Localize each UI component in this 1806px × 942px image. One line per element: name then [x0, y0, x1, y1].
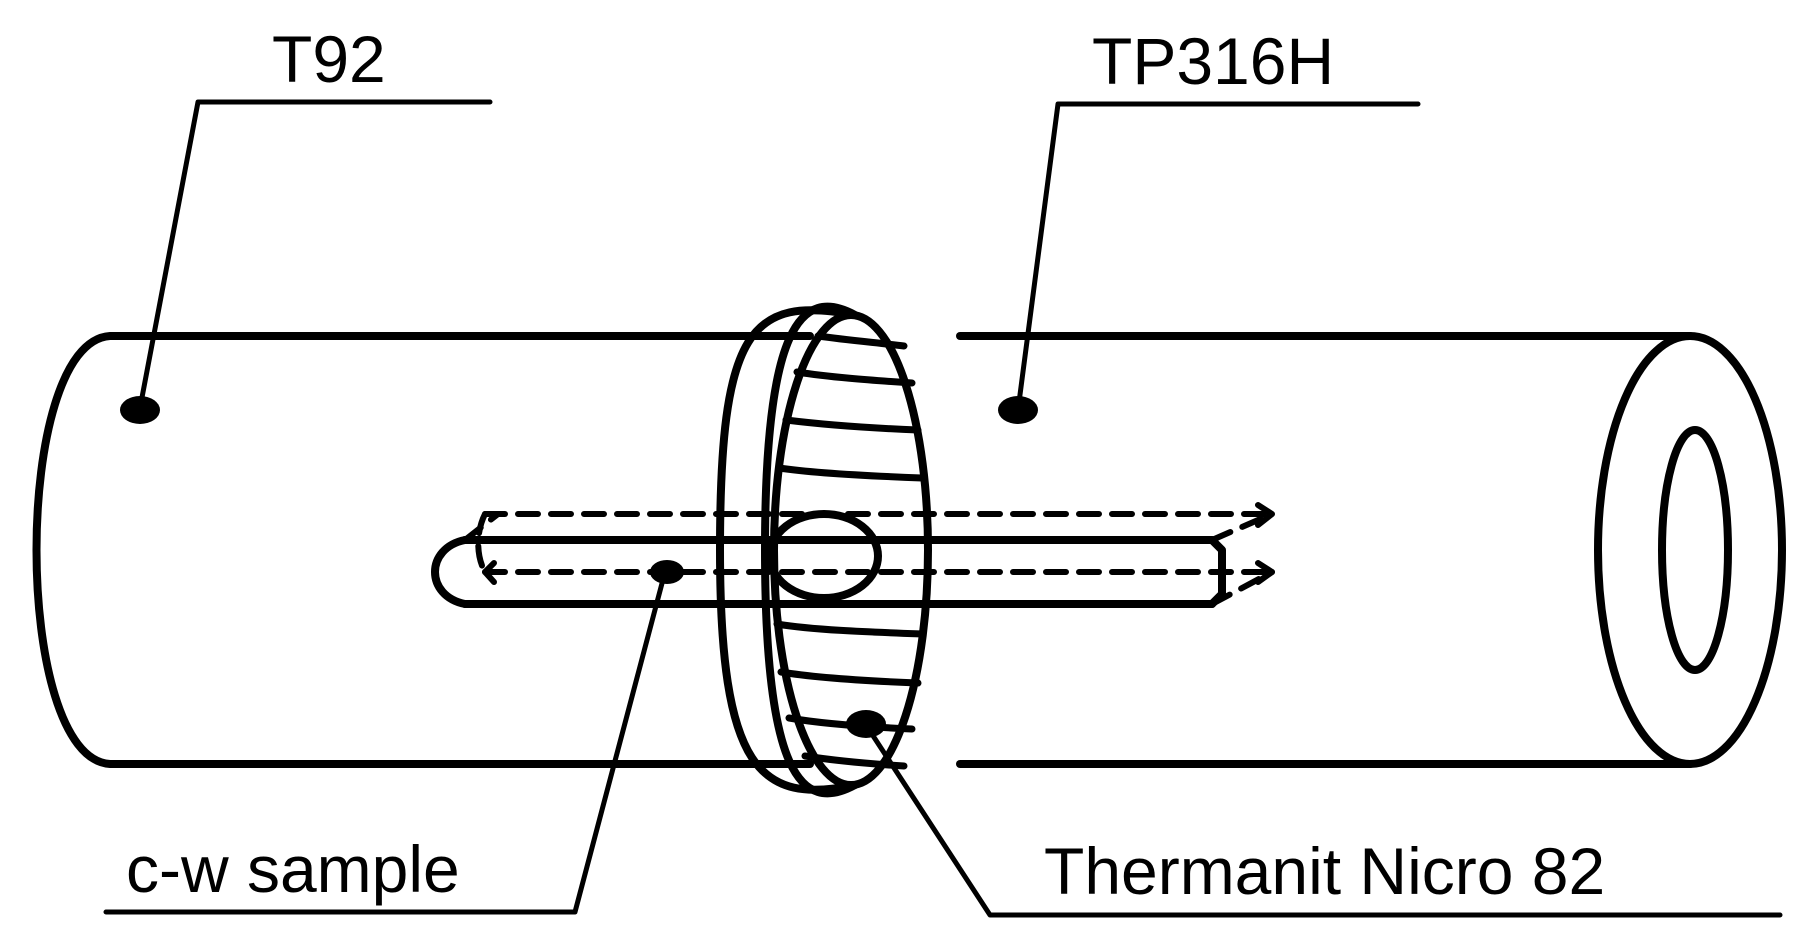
pipe-tp316h: [956, 332, 1786, 768]
marker-dot-thermanit: [846, 710, 886, 738]
label-tp316h: TP316H: [1092, 24, 1334, 98]
pipe-t92: [32, 332, 814, 768]
weld-bead: [716, 302, 932, 798]
leader-line-cw-sample: [103, 569, 668, 915]
weld-outer-ring: [716, 306, 859, 794]
leader-line-t92: [137, 99, 493, 411]
leader-line-thermanit: [863, 722, 1783, 918]
marker-dot-t92: [120, 396, 160, 424]
weld-bar-crossing: [766, 510, 882, 602]
marker-dot-cw-sample: [650, 560, 684, 584]
leader-line-tp316h: [1015, 101, 1421, 413]
label-thermanit: Thermanit Nicro 82: [1044, 834, 1605, 908]
marker-dot-tp316h: [998, 396, 1038, 424]
label-cw-sample: c-w sample: [126, 832, 460, 906]
pipe-end-outer: [1594, 332, 1786, 768]
pipe-end-bore: [1658, 426, 1732, 674]
label-t92: T92: [272, 22, 386, 96]
